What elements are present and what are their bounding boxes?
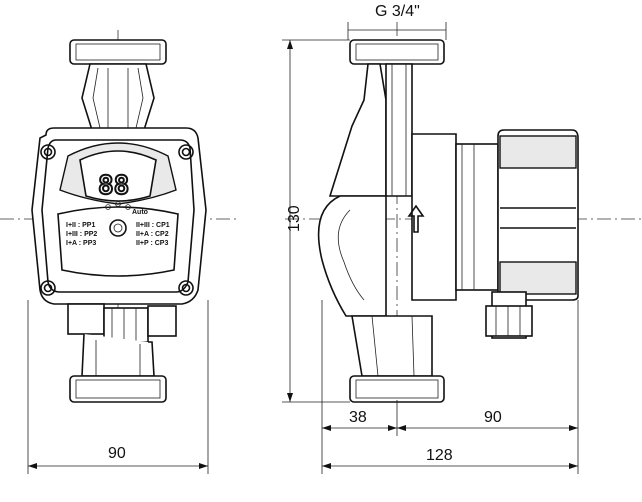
side-total-label: 128 [426,447,453,464]
height-dimension-label: 130 [286,205,303,232]
side-left-label: 38 [349,409,367,426]
mode-right-3: II+P : CP3 [136,240,168,247]
mode-right-1: II+III : CP1 [136,222,170,229]
mode-right-2: II+A : CP2 [136,231,169,238]
display-digits: 88 [98,171,129,201]
thread-dimension-label: G 3/4" [375,3,420,20]
front-width-label: 90 [108,445,126,462]
front-view: 88 Auto I+II : PP1 I+III : PP2 I+A : PP3… [31,39,207,403]
mode-button[interactable] [109,219,127,237]
mode-left-2: I+III : PP2 [66,231,97,238]
side-view [317,39,579,403]
mode-left-3: I+A : PP3 [66,240,96,247]
side-right-label: 90 [484,409,502,426]
mode-left-1: I+II : PP1 [66,222,95,229]
auto-label: Auto [132,209,148,216]
dimension-lines [27,22,579,474]
